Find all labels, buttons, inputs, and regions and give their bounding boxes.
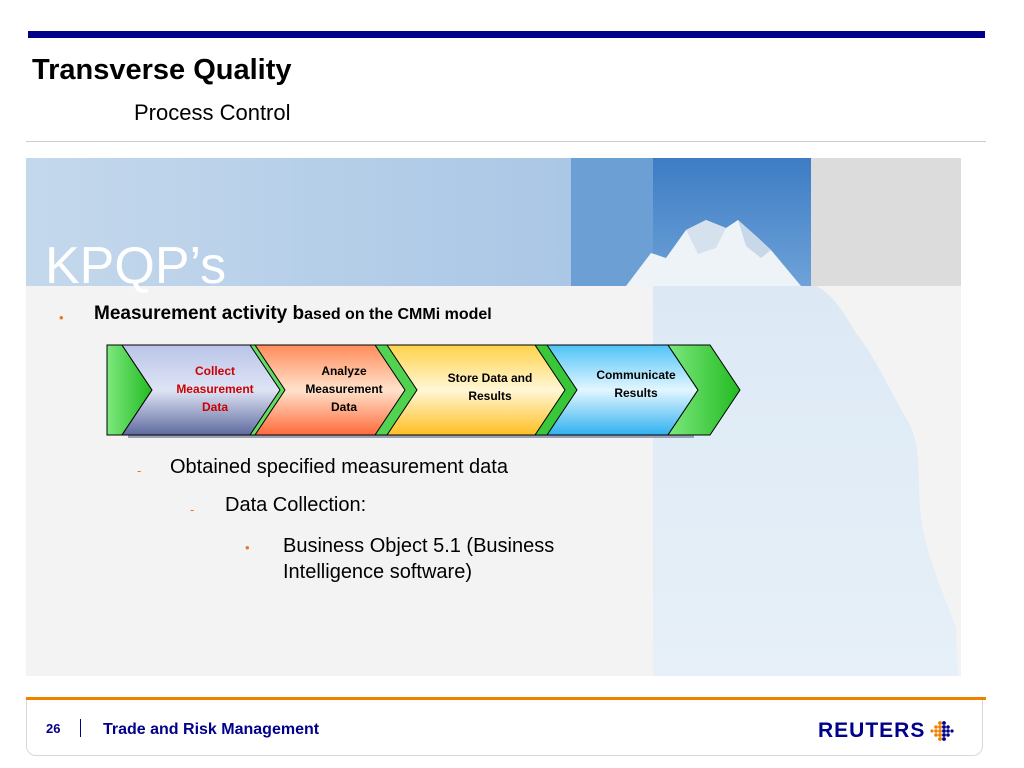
sub-bullet-dash: - bbox=[190, 502, 195, 517]
process-diagram bbox=[106, 344, 741, 438]
step-analyze-chevron bbox=[254, 344, 406, 436]
footer-accent-rule bbox=[26, 697, 986, 700]
reuters-logo-text: REUTERS bbox=[818, 719, 926, 742]
sub-bullet-dot: • bbox=[245, 540, 250, 555]
page-number: 26 bbox=[46, 721, 61, 736]
reuters-logo-icon bbox=[930, 721, 954, 741]
slide-title: Transverse Quality bbox=[32, 54, 292, 86]
banner-heading: KPQP’s bbox=[45, 237, 227, 295]
title-divider bbox=[26, 141, 986, 142]
sub-bullet-business-object: Business Object 5.1 (Business Intelligen… bbox=[283, 535, 555, 583]
footer-frame bbox=[26, 700, 983, 756]
step-communicate-label: Communicate Results bbox=[596, 368, 676, 400]
step-store-label: Store Data and Results bbox=[447, 371, 533, 403]
bullet-bold-part: Measurement activity b bbox=[94, 303, 305, 324]
bullet-rest-part: ased on the CMMi model bbox=[304, 306, 492, 323]
bullet-marker: • bbox=[59, 310, 64, 325]
step-analyze-label: Analyze Measurement Data bbox=[305, 364, 383, 414]
bullet-measurement-activity: Measurement activity based on the CMMi m… bbox=[94, 303, 492, 325]
footer-text: Trade and Risk Management bbox=[103, 721, 320, 738]
top-accent-bar bbox=[28, 31, 985, 38]
sub-bullet-dash: - bbox=[137, 463, 142, 478]
step-collect-chevron bbox=[121, 344, 281, 436]
sub-bullet-data-collection: Data Collection: bbox=[225, 494, 367, 516]
sub-bullet-obtained-data: Obtained specified measurement data bbox=[170, 456, 508, 478]
slide-subtitle: Process Control bbox=[134, 100, 291, 125]
step-collect-label: Collect Measurement Data bbox=[176, 364, 254, 414]
end-chevron bbox=[667, 344, 741, 436]
footer-separator bbox=[80, 719, 81, 737]
step-store-chevron bbox=[386, 344, 566, 436]
